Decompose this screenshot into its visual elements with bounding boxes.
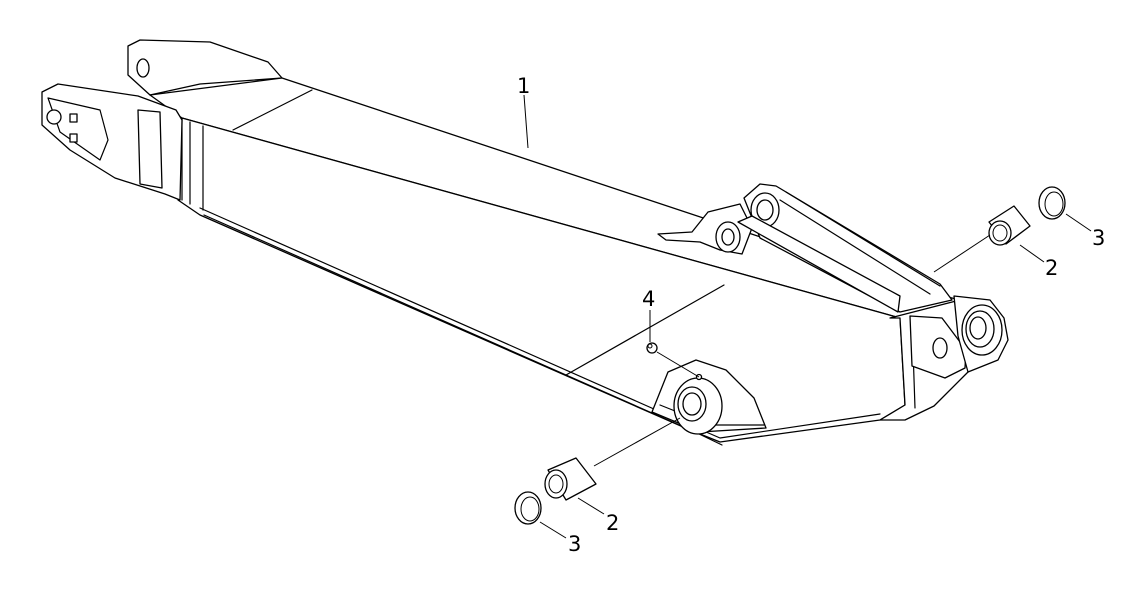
rear-end-hole: [46, 109, 62, 125]
leader-lines: [523, 94, 1092, 539]
upper-bracket-edge-2: [785, 191, 941, 287]
rear-end-side-lug: [137, 109, 163, 189]
upper-bracket-plate: [743, 183, 953, 313]
leader-2b-axis: [593, 417, 681, 467]
grease-fitting-axis: [656, 351, 700, 378]
rear-end-bolt-1: [69, 113, 78, 123]
leader-2b: [577, 497, 605, 515]
link-arm: [737, 215, 901, 313]
bushing-lower-bore: [548, 474, 564, 494]
bushing-lower-end: [544, 469, 568, 499]
ring-upper-outer: [1038, 186, 1066, 220]
upper-bracket-boss-hole: [756, 199, 774, 221]
ring-upper-inner: [1044, 191, 1064, 217]
top-face-weld-line: [232, 89, 313, 131]
grease-fitting: [646, 342, 700, 378]
leader-3b: [539, 521, 567, 539]
upper-bracket-edge-1: [779, 199, 931, 295]
callout-2-upper: 2: [1045, 256, 1058, 280]
top-small-lug-hole: [721, 228, 735, 246]
callout-3-upper: 3: [1092, 226, 1105, 250]
lower-boss-hole: [682, 392, 702, 416]
rear-end-plate-inner: [47, 97, 109, 161]
bushing-upper-bore: [992, 224, 1008, 242]
front-end-hole: [932, 337, 948, 359]
bushing-upper: [988, 205, 1031, 246]
leader-2a: [933, 234, 991, 273]
grease-fitting-nipple: [647, 343, 653, 349]
front-boss-hole: [969, 316, 987, 340]
ring-lower: [514, 491, 542, 525]
ring-lower-outer: [514, 491, 542, 525]
leader-2a-callout: [1019, 244, 1045, 263]
rear-upper-lug-hole: [136, 58, 150, 78]
callout-2-lower: 2: [606, 511, 619, 535]
side-face-weld-line: [565, 284, 725, 376]
ring-upper: [1038, 186, 1066, 220]
callout-4: 4: [642, 287, 655, 311]
callout-1: 1: [517, 74, 530, 98]
bushing-lower: [544, 457, 597, 501]
rear-end-bolt-2: [69, 133, 78, 143]
leader-3a: [1065, 213, 1092, 232]
callout-3-lower: 3: [568, 532, 581, 556]
grease-fitting-body: [646, 342, 658, 354]
bushing-upper-end: [988, 220, 1012, 246]
leader-1: [523, 94, 529, 149]
callout-labels: 1 2 3 4 2 3: [517, 74, 1105, 556]
boom-body: [41, 39, 1009, 446]
ring-lower-inner: [520, 496, 540, 522]
